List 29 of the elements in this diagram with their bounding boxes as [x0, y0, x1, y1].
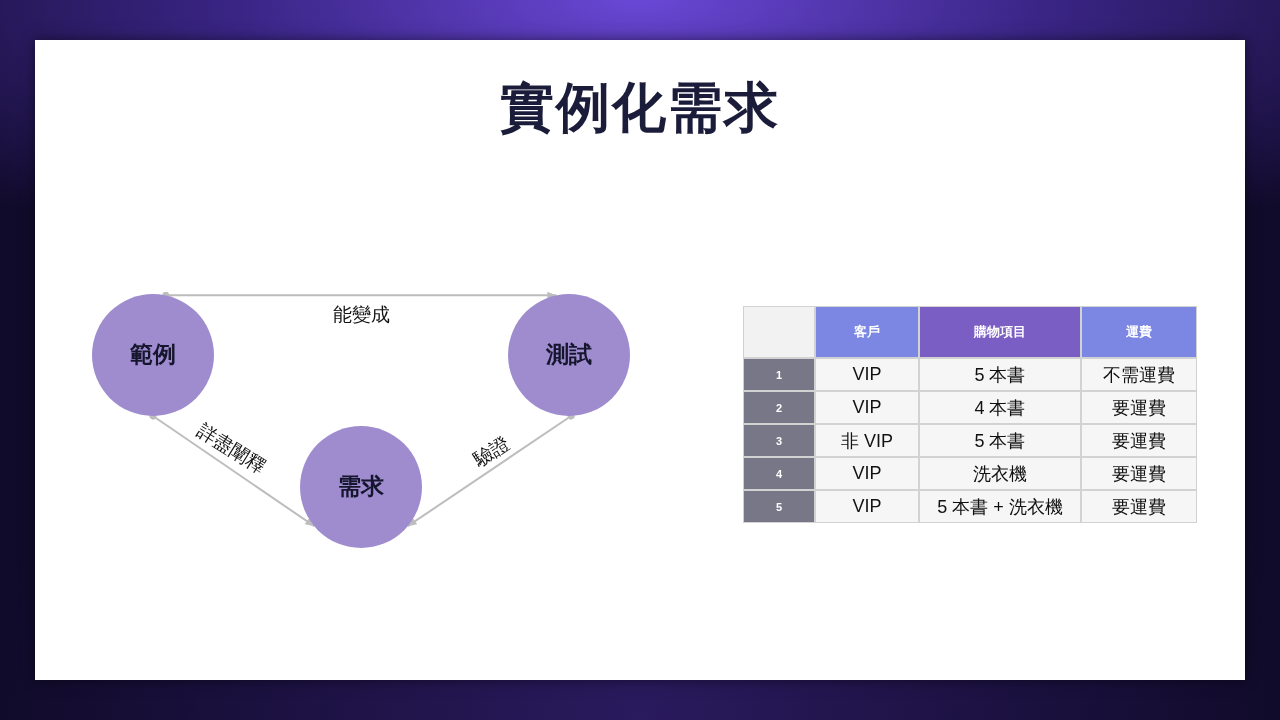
node-label: 測試 [546, 342, 592, 368]
row-number: 3 [743, 424, 815, 457]
table-cell: 要運費 [1081, 457, 1197, 490]
table-cell: VIP [815, 358, 919, 391]
table-cell: 洗衣機 [919, 457, 1081, 490]
table-cell: 要運費 [1081, 424, 1197, 457]
column-header: 購物項目 [919, 306, 1081, 358]
table-cell: VIP [815, 457, 919, 490]
row-number: 4 [743, 457, 815, 490]
edge-label: 能變成 [332, 304, 390, 326]
row-number: 5 [743, 490, 815, 523]
row-number: 2 [743, 391, 815, 424]
table-cell: 非 VIP [815, 424, 919, 457]
table-cell: 5 本書 + 洗衣機 [919, 490, 1081, 523]
row-number: 1 [743, 358, 815, 391]
slide-title: 實例化需求 [500, 78, 780, 138]
column-header: 客戶 [815, 306, 919, 358]
table-cell: 5 本書 [919, 358, 1081, 391]
table-cell: 要運費 [1081, 391, 1197, 424]
arrow [162, 291, 558, 299]
table-cell: 4 本書 [919, 391, 1081, 424]
node-label: 範例 [130, 342, 176, 368]
table-cell: VIP [815, 490, 919, 523]
column-header: 運費 [1081, 306, 1197, 358]
table-cell: VIP [815, 391, 919, 424]
table-cell: 不需運費 [1081, 358, 1197, 391]
node-label: 需求 [338, 474, 384, 500]
table-cell: 要運費 [1081, 490, 1197, 523]
table-cell: 5 本書 [919, 424, 1081, 457]
